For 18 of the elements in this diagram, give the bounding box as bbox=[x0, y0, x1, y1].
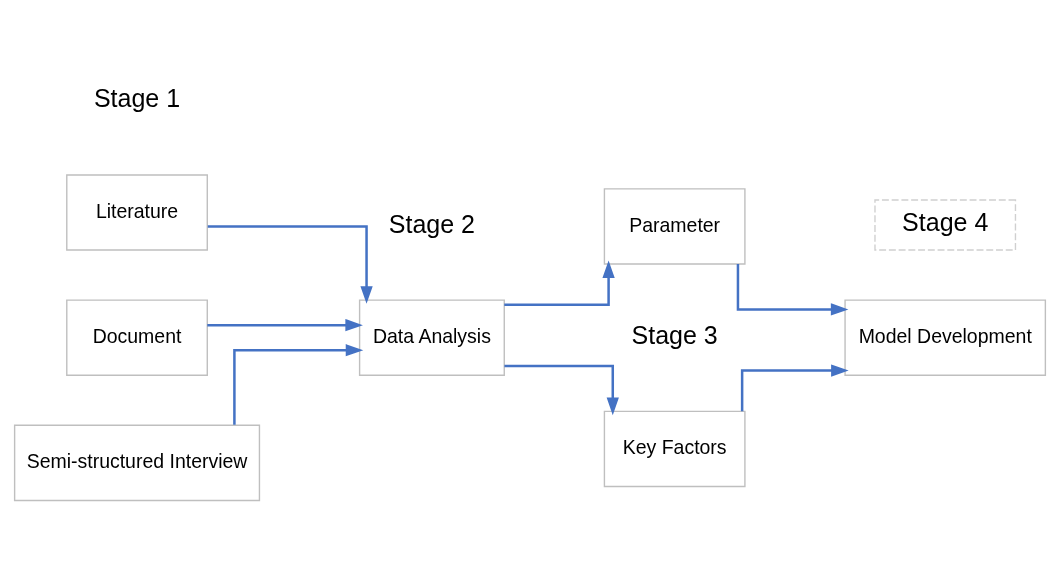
label: Stage 2 bbox=[388, 209, 476, 238]
arrow bbox=[233, 343, 364, 425]
node-box: Data Analysis bbox=[358, 298, 505, 376]
arrow bbox=[504, 259, 615, 306]
arrow bbox=[736, 263, 849, 316]
node-box: Parameter bbox=[603, 187, 746, 265]
label: Stage 3 bbox=[631, 320, 718, 349]
node-box: Semi-structured Interview bbox=[13, 424, 261, 501]
node-box: Stage 4 bbox=[874, 198, 1017, 251]
arrow bbox=[207, 318, 363, 331]
node-box: Key Factors bbox=[603, 410, 746, 487]
node-box: Literature bbox=[66, 173, 208, 251]
arrow bbox=[504, 364, 619, 415]
node-box: Model Development bbox=[844, 298, 1047, 376]
arrow bbox=[207, 224, 373, 304]
arrow bbox=[740, 363, 849, 411]
node-box: Document bbox=[66, 298, 208, 376]
label: Stage 1 bbox=[93, 83, 181, 112]
